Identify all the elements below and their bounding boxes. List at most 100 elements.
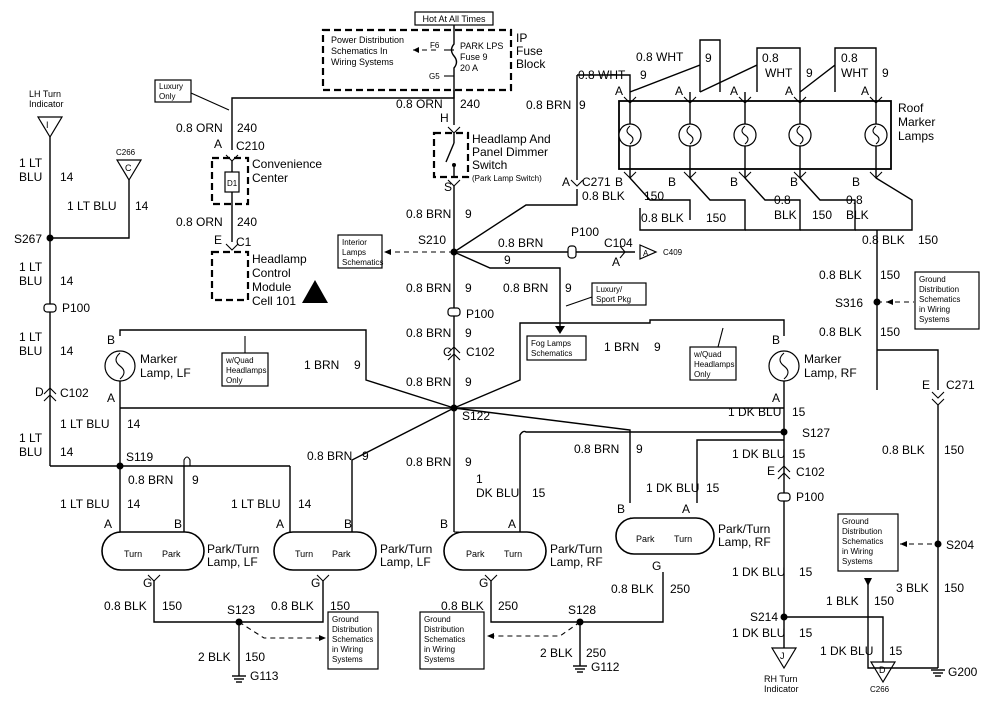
wire-roof5-gnd: [855, 177, 913, 231]
ground-dist-leader-lf: [238, 621, 325, 639]
wire-circuit-150-s316a: 150: [880, 268, 900, 282]
splice-s119-label: S119: [126, 450, 153, 464]
roof2-pin-b: B: [668, 175, 676, 189]
wire-circuit-14-c: 14: [60, 344, 74, 358]
wire-label-lt1-b: 1 LT: [19, 260, 43, 274]
pt-rf2-turn-label: Turn: [674, 534, 692, 544]
marker-lf-filament: [115, 352, 125, 380]
roof-lamp-2-filament: [686, 125, 694, 145]
c102-center-label: C102: [466, 345, 495, 359]
splice-s122-label: S122: [462, 409, 490, 423]
c102-center-lower: [447, 353, 461, 361]
wire-label-brn-pt-rf2: 0.8 BRN: [574, 442, 619, 456]
wire-label-brn-roof: 0.8 BRN: [526, 98, 571, 112]
fuse-note-line1: Power Distribution: [331, 35, 404, 45]
ground-dist-note-rf: [419, 611, 485, 670]
marker-lf-label-2: Lamp, LF: [140, 366, 191, 380]
c102-right-lower: [777, 472, 791, 480]
wire-circuit-250-pt-rf1: 250: [498, 599, 518, 613]
switch-blade: [445, 142, 455, 163]
wire-circuit-9-brn1-lf: 9: [354, 358, 361, 372]
wire-circuit-9-s122: 9: [465, 375, 472, 389]
switch-label-1: Headlamp And: [472, 132, 551, 146]
wire-label-blk2-g112: 2 BLK: [540, 646, 573, 660]
lh-turn-indicator-ref: [36, 116, 64, 139]
c210-label: C210: [236, 139, 265, 153]
wire-s127-to-pt-rf2-turn: [696, 439, 784, 503]
c271-roof-label: C271: [582, 175, 611, 189]
wire-1blk-to-g200: [867, 578, 938, 669]
gd-lf-line2: Distribution: [332, 625, 372, 634]
gd-rf-line4: in Wiring: [424, 645, 455, 654]
roof-lamp-5-filament: [872, 125, 880, 145]
ground-dist-leader-rf: [489, 621, 581, 637]
wire-circuit-9-s210: 9: [465, 207, 472, 221]
wire-label-ltblu-c266: 1 LT BLU: [67, 199, 117, 213]
wire-s214-to-c266: [784, 616, 884, 662]
wire-circuit-9-roof3: 9: [806, 66, 813, 80]
wire-label-brn1-lf: 1 BRN: [304, 358, 339, 372]
roof-lamp-1-pin-a: A: [615, 84, 623, 98]
ground-dist-note-lf: [327, 611, 379, 670]
wire-circuit-9-pt-rf1: 9: [465, 455, 472, 469]
quad-rf-line1: w/Quad: [693, 350, 722, 359]
marker-lf-pin-b: B: [107, 333, 115, 347]
wire-circuit-150-r2: 150: [706, 211, 726, 225]
wire-label-brn1-rf: 1 BRN: [604, 340, 639, 354]
wire-circuit-150-roof-gnd: 150: [918, 233, 938, 247]
interior-lamps-arrow: [384, 249, 391, 255]
rh-turn-ref-j: J: [780, 651, 785, 661]
wire-roof-lamp1-to-lamp2: [629, 39, 721, 93]
gd-rf-line3: Schematics: [424, 635, 465, 644]
wire-label-blk-pt-rf2: 0.8 BLK: [611, 582, 654, 596]
headlamp-control-module: [210, 250, 250, 302]
wire-label-dkblu-s214: 1 DK BLU: [732, 565, 785, 579]
quad-rf-leader: [717, 327, 724, 348]
luxury-sport-line1: Luxury/: [596, 285, 623, 294]
park-turn-lamp-rf-1: [443, 531, 547, 571]
switch-label-2: Panel Dimmer: [472, 145, 548, 159]
pt-rf2-park-label: Park: [636, 534, 655, 544]
quad-headlamps-note-rf: [689, 346, 737, 381]
wire-label-brn-pt-rf1: 0.8 BRN: [406, 455, 451, 469]
wire-circuit-150-g113: 150: [245, 650, 265, 664]
wire-circuit-15-s214: 15: [799, 565, 813, 579]
wire-circuit-9-brn1-rf: 9: [654, 340, 661, 354]
c409-label: C409: [663, 248, 683, 257]
wire-roof-lamp2-to-lamp3: [699, 47, 801, 93]
fuse-element: [450, 25, 458, 90]
rh-turn-label-2: Indicator: [764, 684, 799, 694]
hcm-label-3: Module: [252, 280, 292, 294]
conv-center-label-2: Center: [252, 171, 288, 185]
roof-lamp-3-filament: [741, 125, 749, 145]
c266-ref-d: D: [879, 665, 886, 675]
wire-label-blk2-g113: 2 BLK: [198, 650, 231, 664]
wire-circuit-9-roof4: 9: [882, 66, 889, 80]
splice-s267: [46, 234, 54, 242]
interior-lamps-line1: Interior: [342, 238, 367, 247]
pt-lf1-label-2: Lamp, LF: [207, 555, 258, 569]
wire-s127-to-pt-rf1-turn: [519, 430, 784, 532]
roof-lamp-1-filament: [626, 125, 634, 145]
marker-rf-label-2: Lamp, RF: [804, 366, 857, 380]
c266-ref-c: C: [125, 163, 132, 173]
wire-label-ltblu-pt-lf2: 1 LT BLU: [231, 497, 281, 511]
interior-lamps-line2: Lamps: [342, 248, 366, 257]
wire-label-brn-fog: 0.8 BRN: [503, 281, 548, 295]
wire-label-blk-pt-lf2: 0.8 BLK: [271, 599, 314, 613]
c271-roof-connector: [570, 179, 584, 187]
p100-grommet-left: [43, 303, 57, 313]
c271-right-lower: [931, 398, 945, 406]
p100-grommet-right: [777, 492, 791, 502]
wire-label-08-r3: 0.8: [774, 193, 791, 207]
fog-lamps-note: [526, 335, 587, 361]
wire-s316-to-c271: [877, 349, 939, 390]
wire-circuit-9-roof: 9: [579, 98, 586, 112]
marker-lf-pin-a: A: [107, 391, 115, 405]
wire-circuit-14-a: 14: [60, 170, 74, 184]
roof-lamp-4-filament: [796, 125, 804, 145]
wire-label-brn-s122: 0.8 BRN: [406, 375, 451, 389]
roof-label-1: Roof: [898, 101, 924, 115]
wire-label-brn-pt-lf1: 0.8 BRN: [128, 473, 173, 487]
